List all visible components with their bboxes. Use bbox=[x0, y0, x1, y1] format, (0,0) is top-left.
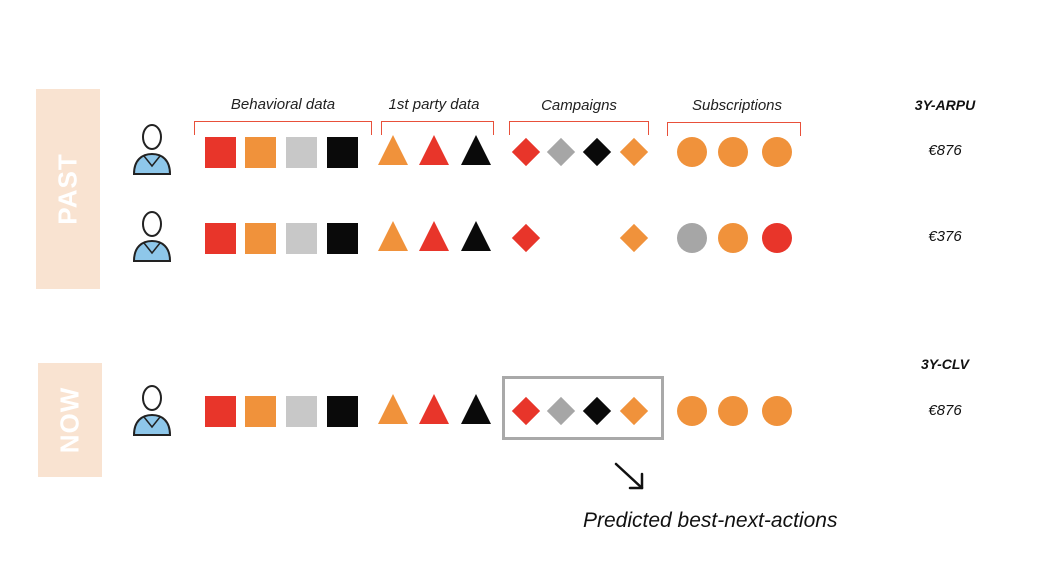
past-label: PAST bbox=[52, 153, 83, 225]
behavioral-square bbox=[285, 222, 317, 254]
subscription-circle bbox=[677, 396, 707, 426]
subscription-circle bbox=[718, 396, 748, 426]
behavioral-square bbox=[204, 395, 236, 427]
bracket-subscriptions bbox=[667, 122, 801, 136]
subscription-circle bbox=[718, 223, 748, 253]
first-party-triangle bbox=[461, 135, 491, 165]
campaign-diamond bbox=[582, 137, 612, 167]
campaign-diamond bbox=[619, 223, 649, 253]
behavioral-square bbox=[244, 395, 276, 427]
subscription-circle bbox=[718, 137, 748, 167]
header-subscriptions: Subscriptions bbox=[691, 97, 783, 114]
subscription-circle bbox=[677, 223, 707, 253]
first-party-triangle bbox=[461, 394, 491, 424]
campaign-diamond bbox=[511, 137, 541, 167]
subscription-circle bbox=[762, 137, 792, 167]
behavioral-square bbox=[244, 222, 276, 254]
metric-value-row1: €876 bbox=[928, 142, 962, 159]
behavioral-square bbox=[204, 222, 236, 254]
predicted-actions-box bbox=[502, 376, 664, 440]
bracket-campaigns bbox=[509, 121, 649, 135]
header-campaigns: Campaigns bbox=[541, 97, 617, 114]
behavioral-square bbox=[204, 136, 236, 168]
subscription-circle bbox=[677, 137, 707, 167]
behavioral-square bbox=[326, 222, 358, 254]
behavioral-square bbox=[285, 136, 317, 168]
metric-value-row3: €876 bbox=[928, 402, 962, 419]
bracket-first-party-data bbox=[381, 121, 494, 135]
user-avatar-icon bbox=[132, 124, 172, 175]
subscription-circle bbox=[762, 396, 792, 426]
header-first-party-data: 1st party data bbox=[388, 96, 480, 113]
predicted-actions-caption: Predicted best-next-actions bbox=[583, 509, 838, 532]
first-party-triangle bbox=[378, 221, 408, 251]
first-party-triangle bbox=[419, 135, 449, 165]
metric-head-now: 3Y-CLV bbox=[921, 356, 969, 372]
user-avatar-icon bbox=[132, 385, 172, 436]
user-avatar-icon bbox=[132, 211, 172, 262]
metric-value-row2: €376 bbox=[928, 228, 962, 245]
first-party-triangle bbox=[378, 394, 408, 424]
campaign-diamond bbox=[619, 137, 649, 167]
arrow-down-right-icon bbox=[614, 462, 644, 490]
now-label: NOW bbox=[54, 386, 85, 454]
first-party-triangle bbox=[419, 221, 449, 251]
header-behavioral-data: Behavioral data bbox=[230, 96, 336, 113]
first-party-triangle bbox=[461, 221, 491, 251]
bracket-behavioral-data bbox=[194, 121, 372, 135]
behavioral-square bbox=[285, 395, 317, 427]
behavioral-square bbox=[244, 136, 276, 168]
first-party-triangle bbox=[419, 394, 449, 424]
behavioral-square bbox=[326, 136, 358, 168]
campaign-diamond bbox=[511, 223, 541, 253]
first-party-triangle bbox=[378, 135, 408, 165]
now-band: NOW bbox=[38, 363, 102, 477]
behavioral-square bbox=[326, 395, 358, 427]
past-band: PAST bbox=[36, 89, 100, 289]
metric-head-past: 3Y-ARPU bbox=[914, 97, 976, 113]
subscription-circle bbox=[762, 223, 792, 253]
campaign-diamond bbox=[546, 137, 576, 167]
